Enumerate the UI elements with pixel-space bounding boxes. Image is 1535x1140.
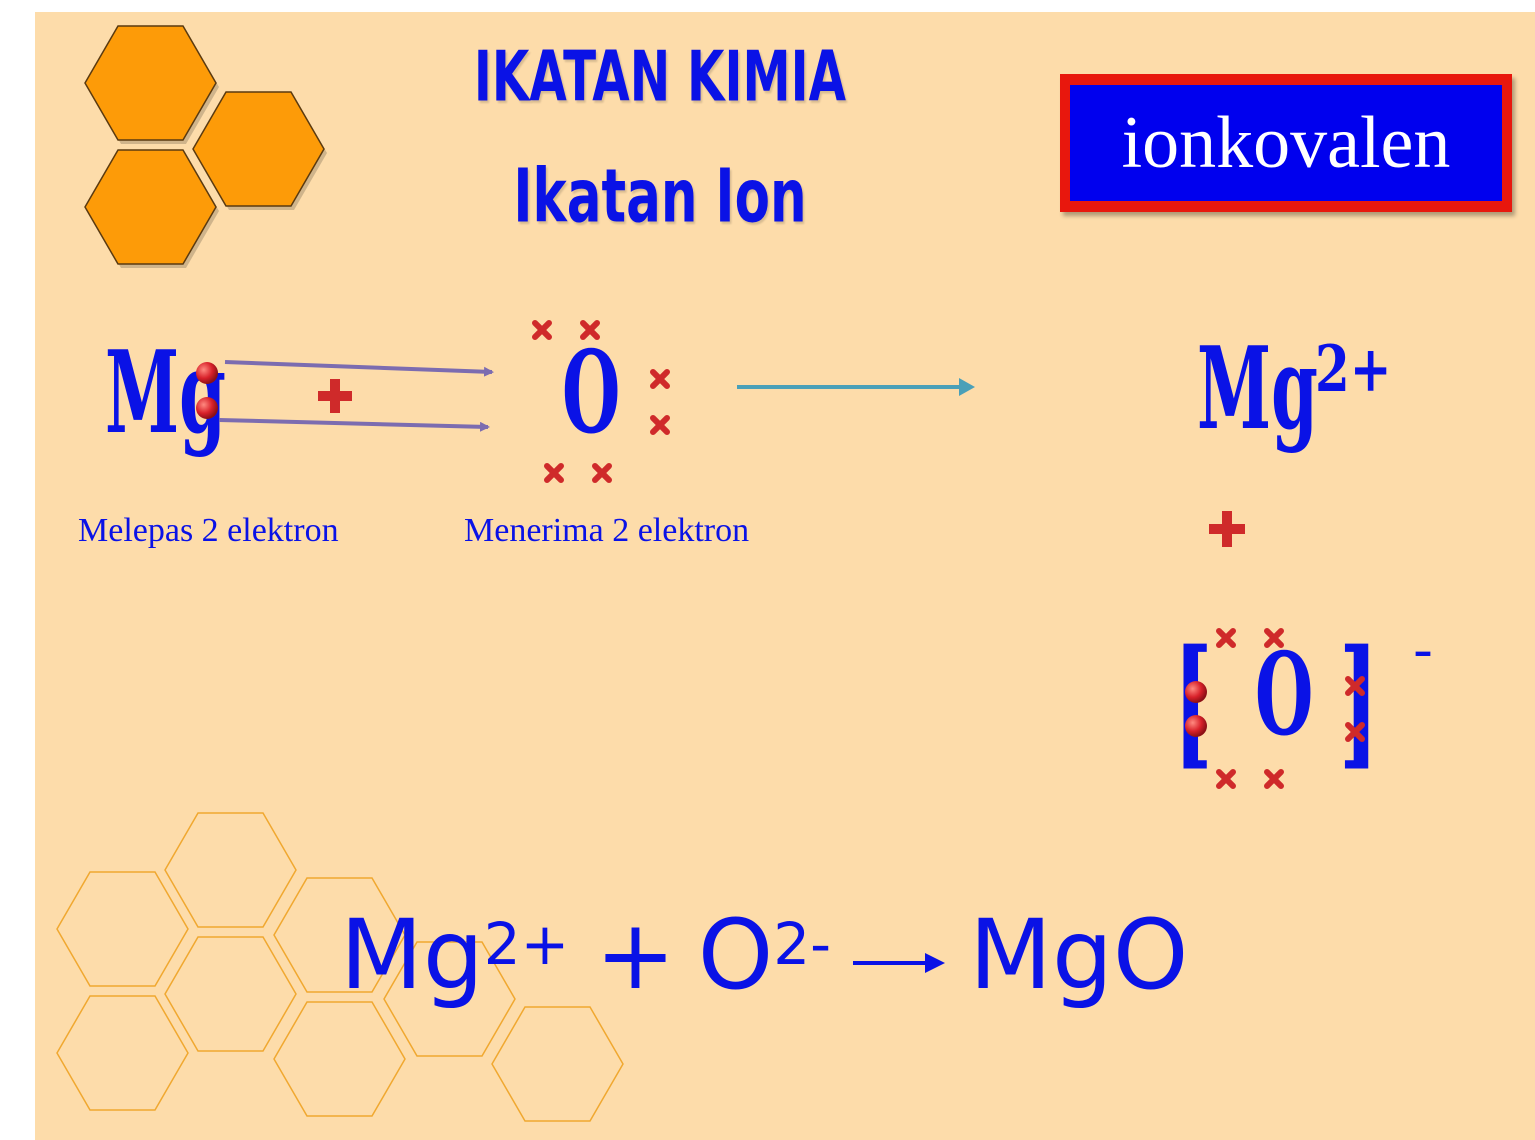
oxide-ion-charge: ˉ (1411, 644, 1435, 700)
electron-cross-icon (1264, 769, 1284, 789)
electron-dot-icon (196, 397, 218, 419)
hexagon-outline-icon (273, 1001, 406, 1117)
hexagon-outline-icon (383, 941, 516, 1057)
transfer-arrow-icon (218, 418, 490, 432)
hexagon-outline-icon (164, 812, 297, 928)
magnesium-symbol: Mg (105, 326, 226, 460)
oxide-ion-symbol: O (1255, 628, 1314, 762)
bracket-right: ] (1339, 620, 1379, 784)
electron-cross-icon (592, 463, 612, 483)
electron-transfer-arrows (218, 360, 494, 432)
magnesium-electrons (196, 362, 218, 419)
electron-cross-icon (1345, 722, 1365, 742)
electron-cross-icon (1216, 769, 1236, 789)
equation-reactant-1-charge: 2+ (483, 910, 570, 978)
electron-cross-icon (544, 463, 564, 483)
decorative-hexagons-filled (84, 25, 327, 268)
oxygen-electrons (532, 320, 670, 483)
hexagon-icon (192, 91, 325, 207)
electron-cross-icon (1216, 628, 1236, 648)
equation-reactant-2: O (697, 899, 774, 1011)
title-line-1: IKATAN KIMIA (473, 35, 847, 118)
electron-cross-icon (650, 369, 670, 389)
electron-cross-icon (1345, 676, 1365, 696)
electron-dot-icon (1185, 715, 1207, 737)
hexagon-outline-icon (491, 1006, 624, 1122)
caption-release-electrons: Melepas 2 elektron (78, 512, 339, 549)
electron-cross-icon (650, 415, 670, 435)
hexagon-icon (84, 149, 217, 265)
transfer-arrow-icon (224, 360, 494, 377)
electron-dot-icon (1185, 681, 1207, 703)
equation-plus: + (595, 899, 676, 1011)
oxygen-symbol: O (562, 326, 621, 460)
equation-product: MgO (969, 899, 1189, 1011)
oxide-ion-electrons (1185, 628, 1365, 789)
plus-icon (318, 379, 352, 413)
ionkovalen-button[interactable]: ionkovalen (1060, 74, 1512, 212)
decorative-hexagons-outline (56, 812, 624, 1122)
title-line-2: Ikatan Ion (513, 153, 807, 240)
hexagon-outline-icon (56, 995, 189, 1111)
equation-reactant-2-charge: 2- (773, 910, 832, 978)
electron-cross-icon (1264, 628, 1284, 648)
equation-reactant-1: Mg (340, 899, 484, 1011)
hexagon-outline-icon (56, 871, 189, 987)
magnesium-ion-charge: 2+ (1315, 332, 1392, 407)
electron-dot-icon (196, 362, 218, 384)
hexagon-outline-icon (164, 936, 297, 1052)
reaction-arrow-icon (737, 378, 975, 396)
slide-canvas: IKATAN KIMIA Ikatan Ion ionkovalen Mg (35, 12, 1535, 1140)
magnesium-ion-symbol: Mg (1197, 322, 1318, 456)
reaction-equation: Mg 2+ + O 2- MgO (340, 907, 1188, 1003)
hexagon-outline-icon (273, 877, 406, 993)
hexagon-icon (84, 25, 217, 141)
electron-cross-icon (580, 320, 600, 340)
caption-accept-electrons: Menerima 2 elektron (464, 512, 750, 549)
electron-cross-icon (532, 320, 552, 340)
equation-arrow-icon (849, 907, 949, 1003)
ionkovalen-button-label: ionkovalen (1070, 85, 1502, 201)
ion-plus-icon (1209, 511, 1245, 547)
